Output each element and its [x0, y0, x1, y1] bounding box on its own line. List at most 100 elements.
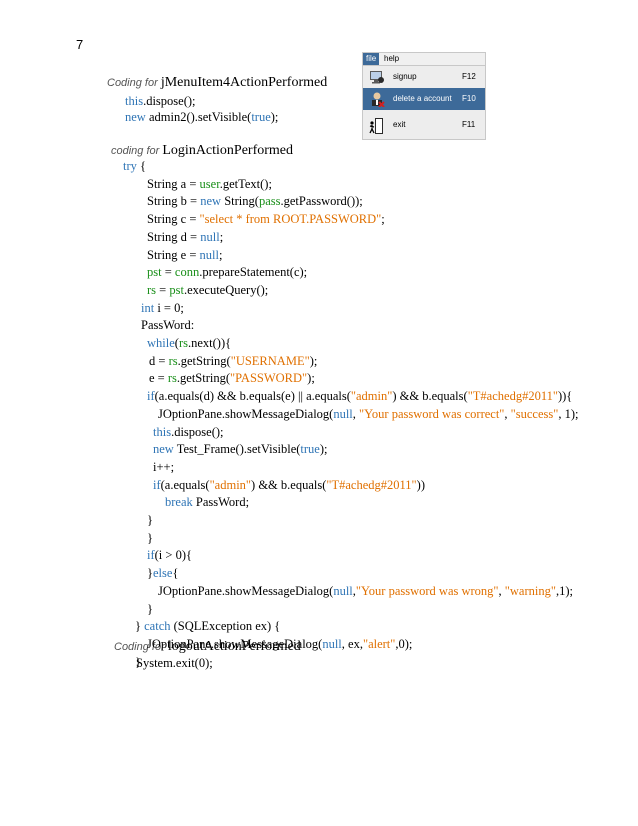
- code-line: JOptionPane.showMessageDialog(null,"Your…: [158, 583, 573, 599]
- code-token: if: [147, 389, 155, 404]
- exit-door-icon: [369, 117, 385, 134]
- heading-login: coding for LoginActionPerformed: [111, 141, 293, 159]
- menu-item-label: delete a account: [393, 94, 452, 103]
- code-token: rs: [178, 336, 188, 350]
- code-token: (a.equals(d) && b.equals(e) || a.equals(: [154, 389, 351, 404]
- code-line: this.dispose();: [153, 424, 224, 440]
- menu-item-shortcut: F10: [462, 94, 476, 103]
- code-token: while: [147, 336, 175, 350]
- code-token: String e =: [147, 247, 200, 262]
- code-token: ,: [498, 583, 505, 598]
- code-token: ,1);: [555, 583, 573, 598]
- code-line: if(i > 0){: [147, 547, 192, 563]
- code-token: String d =: [147, 229, 201, 244]
- code-token: )){: [557, 389, 573, 404]
- code-token: );: [309, 353, 318, 368]
- code-token: true: [251, 110, 271, 124]
- heading-method-name: logoutActionPerformed: [167, 639, 301, 654]
- heading-method-name: LoginActionPerformed: [162, 143, 294, 158]
- menu-bar: file help: [363, 53, 485, 66]
- code-line: this.dispose();: [125, 93, 196, 109]
- code-token: , ex,: [341, 636, 363, 651]
- code-line: String c = "select * from ROOT.PASSWORD"…: [147, 211, 385, 227]
- code-line: new Test_Frame().setVisible(true);: [153, 441, 328, 457]
- code-token: {: [172, 566, 179, 581]
- menu-item-exit[interactable]: exit F11: [363, 114, 485, 136]
- code-line: } catch (SQLException ex) {: [135, 618, 280, 634]
- code-token: (a.equals(: [160, 477, 210, 492]
- code-token: if: [147, 548, 155, 563]
- code-token: "admin": [209, 477, 252, 492]
- heading-prefix: Coding for: [107, 77, 161, 89]
- code-token: String c =: [147, 212, 200, 227]
- code-token: admin2().setVisible(: [145, 110, 252, 124]
- code-line: pst = conn.prepareStatement(c);: [147, 264, 307, 280]
- code-line: }: [147, 601, 153, 617]
- code-token: (SQLException ex) {: [170, 619, 281, 634]
- code-token: ;: [219, 229, 224, 244]
- menu-item-label: exit: [393, 120, 406, 129]
- code-token: (: [174, 336, 179, 350]
- code-token: new: [153, 442, 174, 457]
- code-token: this: [125, 94, 144, 108]
- code-token: =: [156, 282, 170, 297]
- code-token: }: [147, 566, 153, 581]
- code-line: e = rs.getString("PASSWORD");: [149, 370, 315, 386]
- code-token: new: [125, 110, 146, 124]
- heading-prefix: Coding for: [114, 641, 168, 653]
- code-token: )): [416, 477, 425, 492]
- code-token: rs: [168, 353, 178, 368]
- code-token: i = 0;: [154, 300, 184, 315]
- code-token: "T#achedg#2011": [326, 477, 417, 492]
- code-line: }: [147, 512, 153, 528]
- code-token: "Your password was correct": [359, 406, 505, 421]
- code-token: String b =: [147, 194, 201, 209]
- delete-account-icon: [369, 91, 385, 108]
- menu-item-delete-account[interactable]: delete a account F10: [363, 88, 485, 110]
- code-token: conn: [174, 265, 200, 280]
- code-token: }: [135, 619, 145, 634]
- code-token: "success": [510, 406, 559, 421]
- code-token: e =: [149, 371, 168, 386]
- code-token: try: [123, 159, 137, 173]
- code-token: JOptionPane.showMessageDialog(: [147, 636, 323, 651]
- code-token: null: [199, 247, 219, 262]
- code-line: rs = pst.executeQuery();: [147, 282, 268, 298]
- heading-method-name: jMenuItem4ActionPerformed: [160, 75, 328, 90]
- code-token: .dispose();: [143, 94, 196, 108]
- code-token: String a =: [147, 176, 200, 191]
- code-token: (i > 0){: [154, 548, 192, 563]
- code-token: pass: [258, 194, 281, 209]
- code-line: if(a.equals(d) && b.equals(e) || a.equal…: [147, 388, 572, 404]
- code-token: .next()){: [187, 336, 232, 350]
- code-line: int i = 0;: [141, 300, 184, 316]
- code-token: .getPassword());: [280, 194, 363, 209]
- code-token: null: [200, 229, 220, 244]
- code-token: );: [319, 442, 328, 457]
- heading-jmenuitem4: Coding for jMenuItem4ActionPerformed: [107, 73, 327, 91]
- code-token: break: [165, 495, 193, 510]
- code-token: }: [147, 530, 153, 545]
- menu-item-signup[interactable]: signup F12: [363, 66, 485, 88]
- code-token: this: [153, 424, 172, 439]
- code-token: if: [153, 477, 161, 492]
- menu-screenshot: file help signup F12 delete a account F: [362, 52, 486, 140]
- code-line: System.exit(0);: [136, 655, 213, 671]
- code-token: catch: [144, 619, 171, 634]
- code-line: new admin2().setVisible(true);: [125, 109, 278, 125]
- code-token: ,: [504, 406, 511, 421]
- code-token: pst: [147, 265, 162, 280]
- code-token: ;: [219, 247, 223, 262]
- menu-help[interactable]: help: [384, 54, 400, 63]
- code-token: );: [270, 110, 279, 124]
- code-token: JOptionPane.showMessageDialog(: [158, 406, 334, 421]
- menu-file[interactable]: file: [363, 53, 380, 65]
- code-line: JOptionPane.showMessageDialog(null, ex,"…: [147, 636, 412, 652]
- code-token: .getString(: [176, 371, 231, 386]
- code-line: String b = new String(pass.getPassword()…: [147, 193, 363, 209]
- code-token: user: [199, 176, 220, 191]
- code-token: "select * from ROOT.PASSWORD": [199, 212, 382, 227]
- code-token: PassWord:: [141, 318, 195, 333]
- code-token: .getText();: [219, 176, 272, 191]
- page-number: 7: [76, 37, 84, 52]
